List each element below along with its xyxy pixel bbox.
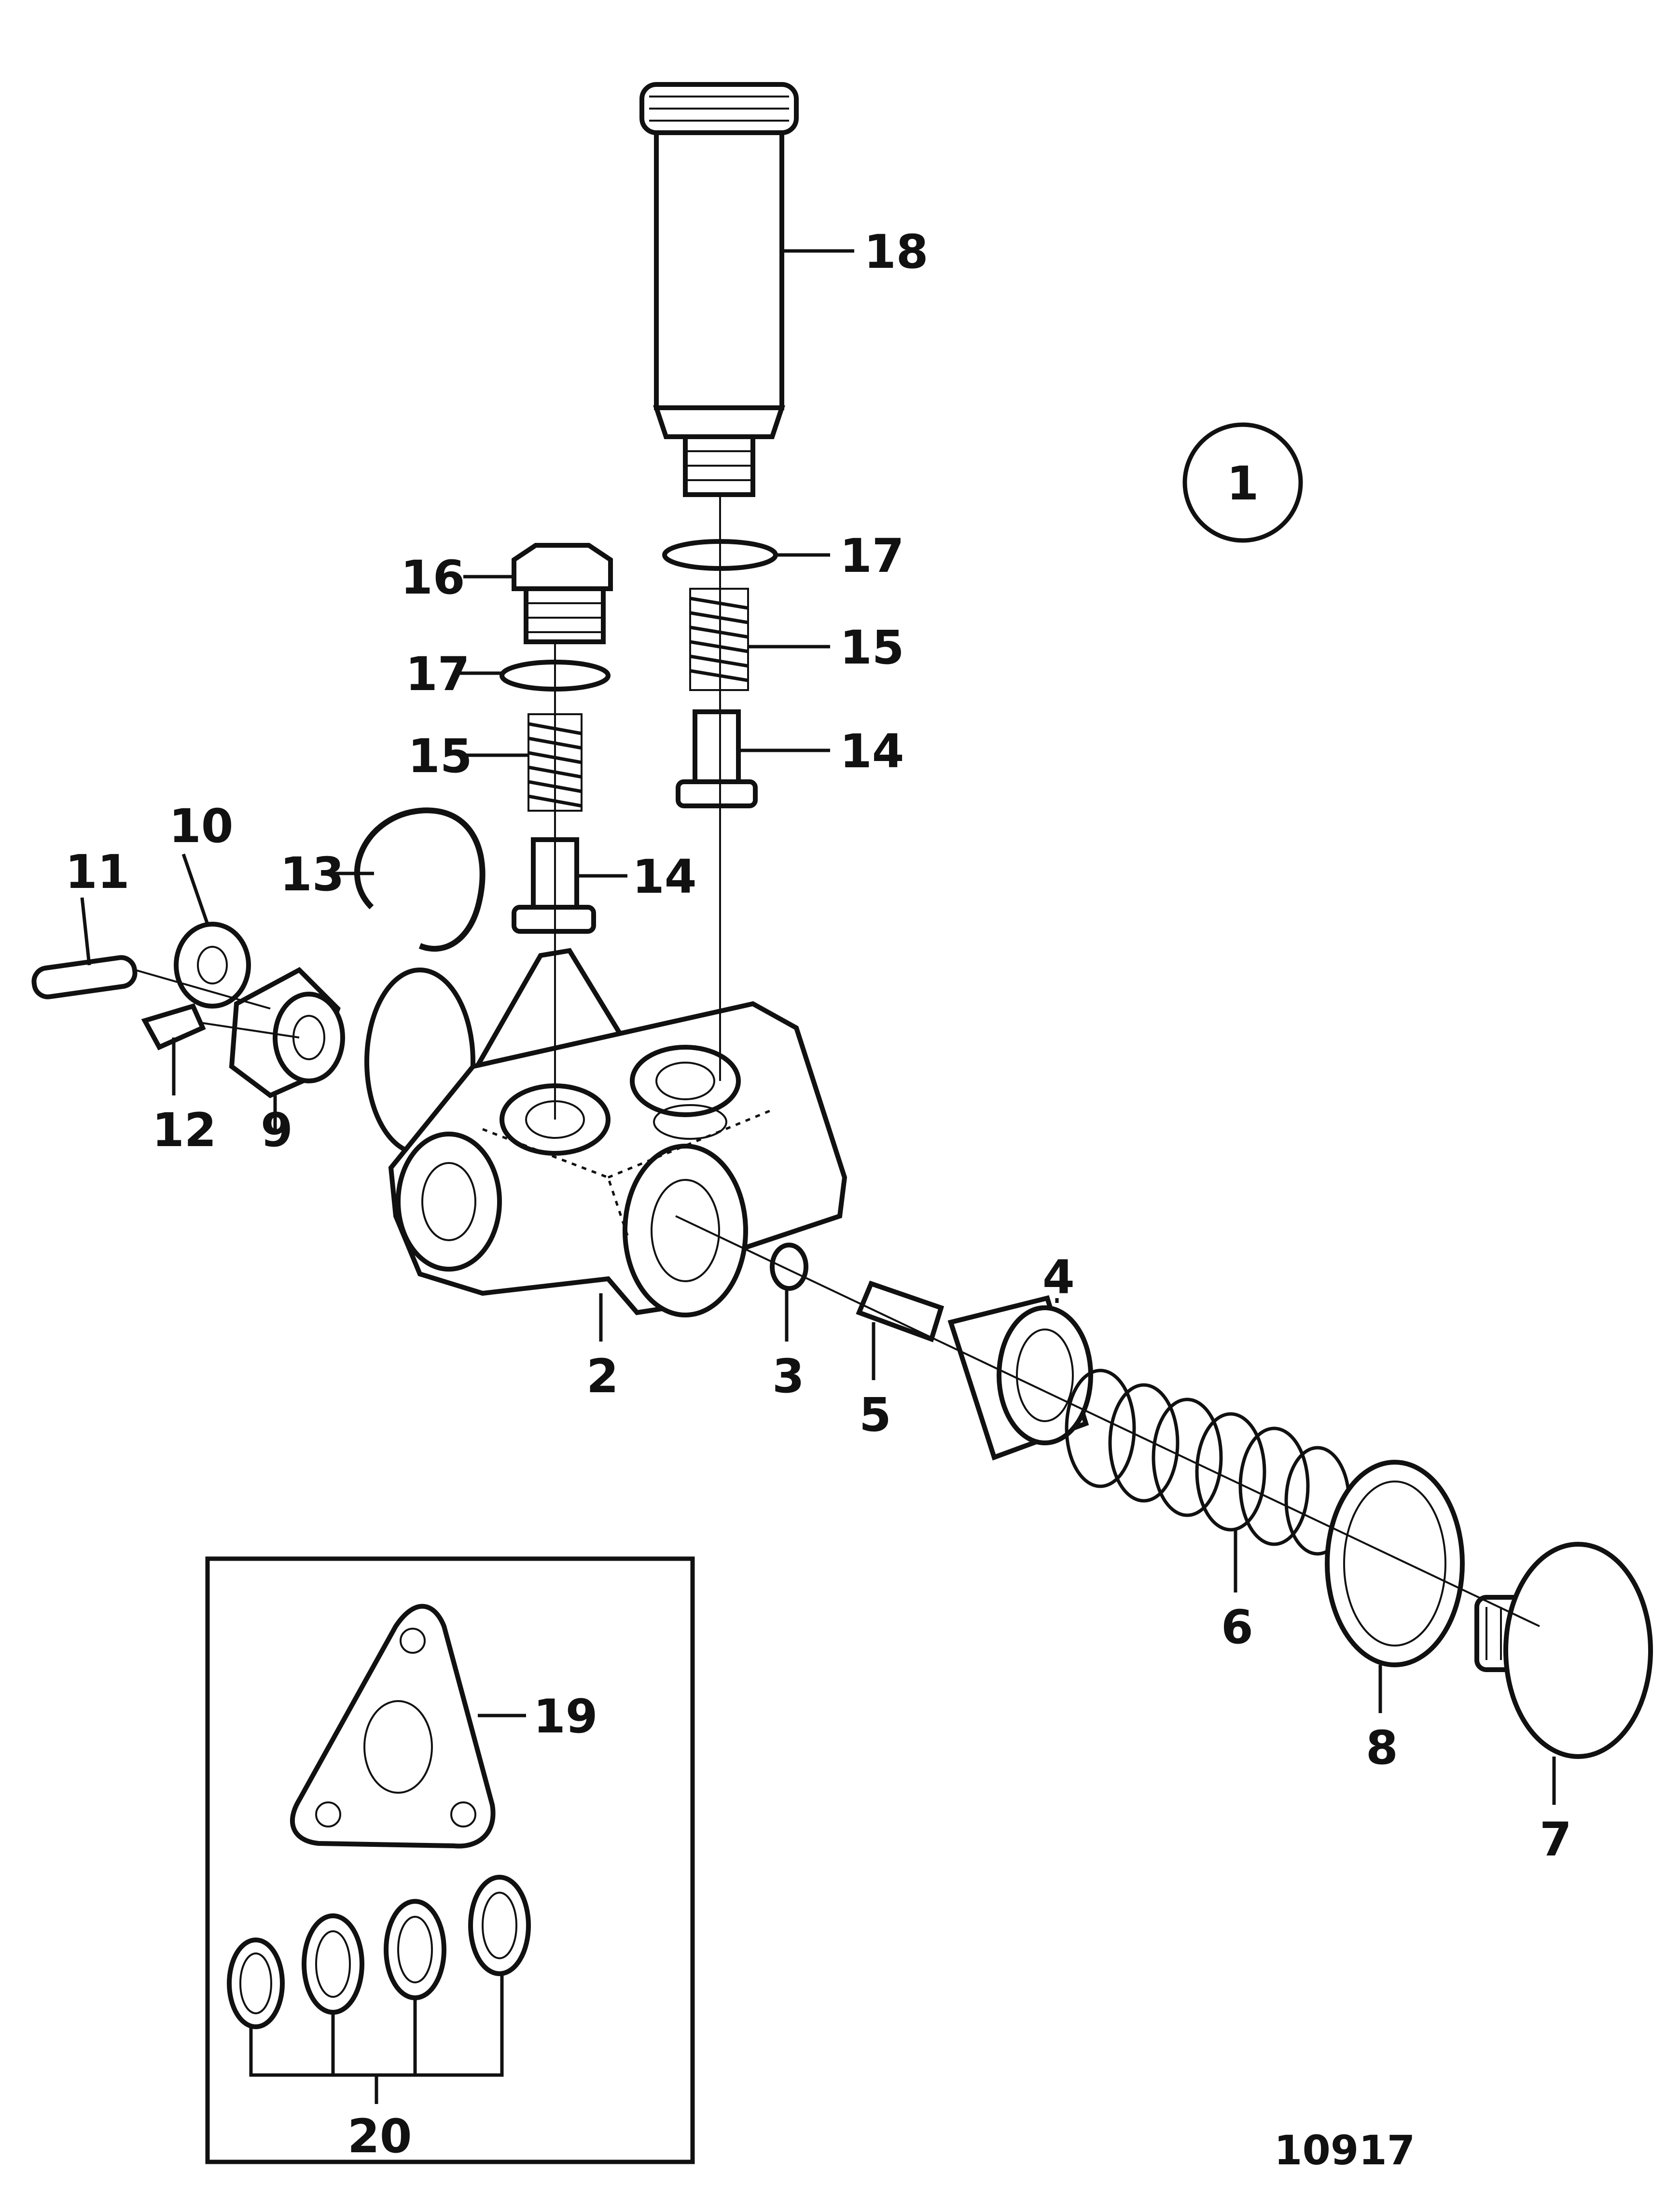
part-19-gasket <box>290 1604 496 1849</box>
leader-lines <box>80 249 1556 1805</box>
callout-labels: 18 17 15 14 16 17 15 14 13 10 11 12 9 2 … <box>65 225 1572 2163</box>
callout-4: 4 <box>1042 1250 1075 1304</box>
callout-19: 19 <box>533 1689 598 1744</box>
callout-14-left: 14 <box>632 850 697 904</box>
part-8-washer <box>1325 1460 1465 1667</box>
callout-14-right: 14 <box>840 724 904 778</box>
part-12-key <box>141 1003 206 1051</box>
part-18-pump-cylinder <box>639 82 799 497</box>
assembly-axis <box>675 1215 1540 1627</box>
callout-13: 13 <box>280 847 345 901</box>
callout-15-right: 15 <box>840 621 904 675</box>
callout-17-right: 17 <box>840 529 904 583</box>
callout-2: 2 <box>586 1349 619 1403</box>
callout-9: 9 <box>261 1103 293 1157</box>
callout-7: 7 <box>1540 1813 1572 1867</box>
part-3-washer <box>770 1243 808 1291</box>
callout-5: 5 <box>859 1388 891 1442</box>
callout-6: 6 <box>1221 1600 1253 1654</box>
callout-20: 20 <box>347 2109 412 2163</box>
reference-number: 10917 <box>1274 2127 1415 2174</box>
callout-17-left: 17 <box>405 647 470 701</box>
callout-18: 18 <box>864 225 929 279</box>
part-13-circlip <box>354 807 486 952</box>
callout-12: 12 <box>152 1103 217 1157</box>
callout-15-left: 15 <box>408 729 472 783</box>
part-11-pin <box>31 955 138 999</box>
part-16-plug <box>512 543 613 644</box>
callout-8: 8 <box>1366 1721 1398 1775</box>
view-number: 1 <box>1227 457 1259 511</box>
part-14-valve-right <box>676 709 758 808</box>
callout-11: 11 <box>65 845 130 899</box>
callout-10: 10 <box>169 799 234 853</box>
part-6-spring <box>1065 1369 1351 1556</box>
callout-16: 16 <box>401 551 465 605</box>
part-9-roller-tappet <box>229 967 345 1098</box>
part-20-seal-rings <box>227 1875 531 2104</box>
view-number-badge: 1 <box>1182 422 1303 543</box>
part-4-sleeve <box>947 1295 1093 1461</box>
assembly-axis-tappet <box>135 969 300 1038</box>
part-14-valve-left <box>512 837 596 934</box>
part-7-plug <box>1474 1542 1653 1759</box>
part-2-pump-housing <box>364 948 847 1317</box>
part-10-bushing <box>174 922 251 1009</box>
gasket-kit-inset <box>205 1556 695 2164</box>
part-5-plunger <box>856 1280 944 1343</box>
callout-3: 3 <box>772 1349 805 1403</box>
